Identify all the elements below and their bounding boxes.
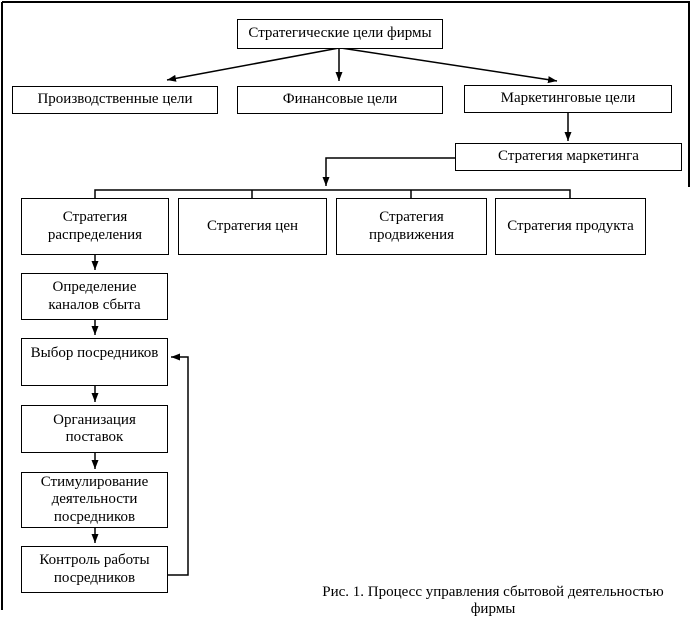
edge-strategy-to-bus-arrow: [322, 157, 455, 186]
node-product-strategy-label: Стратегия продукта: [507, 217, 634, 234]
node-production-goals: Производственные цели: [12, 86, 218, 114]
node-intermediary-control: Контроль работы посредников: [21, 546, 168, 593]
figure-caption: Рис. 1. Процесс управления сбытовой деят…: [322, 584, 664, 617]
node-financial-goals-label: Финансовые цели: [282, 91, 398, 108]
node-marketing-strategy: Стратегия маркетинга: [455, 143, 682, 171]
node-strategic-goals: Стратегические цели фирмы: [237, 19, 443, 49]
node-intermediary-stimulation-label: Стимулирование деятельности посредников: [40, 473, 149, 525]
node-sales-channels-label: Определение каналов сбыта: [48, 279, 141, 313]
node-distribution-strategy-label: Стратегия распределения: [47, 209, 143, 243]
edge-strategic-to-marketing-arrow: [340, 47, 558, 84]
node-distribution-strategy: Стратегия распределения: [21, 198, 169, 255]
node-sales-channels: Определение каналов сбыта: [21, 273, 168, 320]
node-marketing-goals: Маркетинговые цели: [464, 85, 672, 113]
node-production-goals-label: Производственные цели: [37, 91, 193, 108]
node-supply-organization: Организация поставок: [21, 405, 168, 453]
node-supply-organization-label: Организация поставок: [53, 411, 136, 445]
node-intermediary-stimulation: Стимулирование деятельности посредников: [21, 472, 168, 528]
node-strategic-goals-label: Стратегические цели фирмы: [248, 25, 432, 42]
edge-strategies-bus: [94, 189, 571, 198]
edge-control-to-selection-feedback-arrow: [168, 353, 189, 576]
node-intermediary-selection-label: Выбор посредников: [30, 345, 159, 361]
node-intermediary-selection: Выбор посредников: [21, 338, 168, 386]
edge-strategic-to-production-arrow: [166, 47, 340, 82]
node-product-strategy: Стратегия продукта: [495, 198, 646, 255]
node-price-strategy-label: Стратегия цен: [206, 217, 299, 234]
node-financial-goals: Финансовые цели: [237, 86, 443, 114]
node-price-strategy: Стратегия цен: [178, 198, 327, 255]
node-promotion-strategy-label: Стратегия продвижения: [368, 209, 455, 243]
node-intermediary-control-label: Контроль работы посредников: [39, 552, 150, 586]
node-marketing-goals-label: Маркетинговые цели: [500, 90, 636, 107]
node-marketing-strategy-label: Стратегия маркетинга: [498, 148, 639, 165]
node-promotion-strategy: Стратегия продвижения: [336, 198, 487, 255]
